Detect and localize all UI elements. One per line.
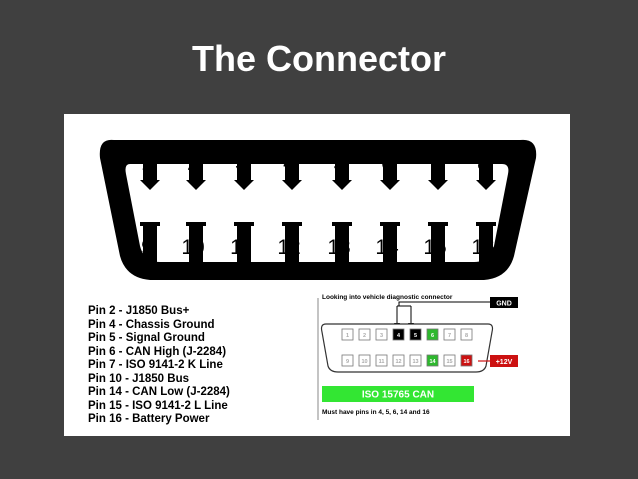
pin-number-bottom: 12 [277, 236, 300, 259]
pin-list-item: Pin 14 - CAN Low (J-2284) [88, 386, 230, 398]
mini-pin-number: 14 [429, 359, 436, 365]
pin-number-top: 7 [429, 152, 441, 175]
mini-pin [409, 328, 422, 341]
pin-list-item: Pin 7 - ISO 9141-2 K Line [88, 359, 223, 371]
pin-slot-bottom [282, 222, 302, 262]
pin-slot-bottom [332, 222, 352, 262]
mini-pin-number: 2 [363, 333, 366, 339]
mini-pin [392, 328, 405, 341]
iso-banner-text: ISO 15765 CAN [362, 390, 434, 401]
iso-banner [322, 386, 474, 402]
mini-pin [409, 354, 422, 367]
slide-title: The Connector [191, 38, 446, 79]
inset-caption: Looking into vehicle diagnostic connecto… [322, 294, 453, 301]
pin-list-item: Pin 15 - ISO 9141-2 L Line [88, 399, 228, 412]
mini-pin-number: 4 [397, 333, 401, 339]
pin-number-top: 5 [333, 152, 345, 175]
mini-pin-number: 3 [380, 333, 383, 339]
pin-slot-bottom [380, 222, 400, 262]
mini-pin-number: 9 [346, 359, 349, 365]
mini-pin [460, 328, 473, 341]
pin-slot-top [476, 164, 496, 190]
pin-slot-top [140, 164, 160, 190]
pin-slot-bottom [234, 222, 254, 262]
mini-pin [460, 354, 473, 367]
mini-pin-number: 6 [431, 333, 434, 339]
pin-slot-bottom [476, 222, 496, 262]
pin-slot-top [282, 164, 302, 190]
pin-slot-bottom [428, 222, 448, 262]
pin-number-bottom: 13 [327, 236, 350, 259]
mini-pin-number: 8 [465, 333, 468, 339]
mini-pin [341, 328, 354, 341]
gnd-label: GND [496, 301, 512, 308]
mini-pin-number: 11 [379, 359, 385, 365]
pin-number-top: 3 [235, 152, 247, 175]
pin-number-top: 2 [187, 152, 199, 175]
mini-pin [426, 328, 439, 341]
mini-pin [341, 354, 354, 367]
mini-pin [358, 354, 371, 367]
connector-inner-cavity [125, 164, 509, 262]
mini-pin-number: 13 [412, 359, 418, 365]
mini-pin-number: 16 [463, 359, 469, 365]
pin-number-bottom: 16 [471, 236, 494, 259]
mini-pin [375, 354, 388, 367]
pin-list-item: Pin 10 - J1850 Bus [88, 372, 189, 385]
pin-slot-top [234, 164, 254, 190]
gnd-label-box [490, 297, 518, 308]
mini-pin-number: 15 [446, 359, 452, 365]
pin-list-item: Pin 4 - Chassis Ground [88, 318, 215, 331]
mini-pin [375, 328, 388, 341]
mini-pin-number: 7 [448, 333, 451, 339]
power-label-box [490, 355, 518, 367]
pin-slot-top [380, 164, 400, 190]
mini-pin-number: 10 [361, 359, 367, 365]
pin-list-item: Pin 6 - CAN High (J-2284) [88, 345, 227, 358]
pin-number-top: 6 [381, 152, 393, 175]
pin-slot-bottom [140, 222, 160, 262]
mini-pin-number: 1 [346, 333, 349, 339]
pin-number-bottom: 9 [141, 236, 153, 259]
gnd-arrow [398, 301, 490, 306]
power-label: +12V [496, 359, 513, 366]
mini-pin [443, 354, 456, 367]
pin-slot-top [428, 164, 448, 190]
mini-pin [426, 354, 439, 367]
mini-pin [392, 354, 405, 367]
pin-list-item: Pin 16 - Battery Power [88, 413, 210, 425]
pin-slot-bottom [186, 222, 206, 262]
pin-number-bottom: 15 [423, 236, 446, 259]
pin-number-top: 8 [477, 152, 489, 175]
pin-list: Pin 2 - J1850 Bus+ Pin 4 - Chassis Groun… [88, 305, 230, 427]
pin-number-top: 4 [283, 152, 295, 175]
pin-list-item: Pin 5 - Signal Ground [88, 332, 205, 344]
inset-note: Must have pins in 4, 5, 6, 14 and 16 [322, 409, 430, 416]
mini-pin-number: 12 [395, 359, 401, 365]
pin-number-bottom: 14 [375, 236, 399, 259]
mini-pin [358, 328, 371, 341]
pin-list-item: Pin 2 - J1850 Bus+ [88, 305, 190, 317]
pin-slot-top [332, 164, 352, 190]
pin-number-top: 1 [141, 152, 153, 175]
pin-number-bottom: 11 [230, 236, 252, 259]
pin-number-bottom: 10 [181, 236, 204, 259]
mini-pin [443, 328, 456, 341]
mini-pin-number: 5 [414, 333, 417, 339]
pin-slot-top [186, 164, 206, 190]
